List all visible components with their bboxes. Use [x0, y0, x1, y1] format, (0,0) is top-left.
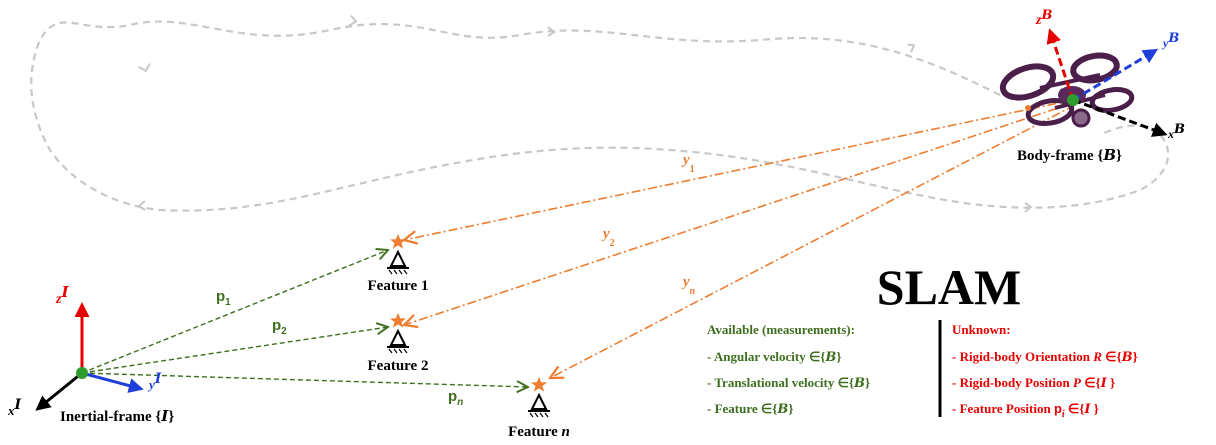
measurement-vectors: [404, 99, 1076, 378]
feature-n-marker: [528, 377, 550, 418]
yn-label: yn: [681, 274, 696, 297]
body-x-axis: [1072, 98, 1168, 137]
unknown-heading: Unknown:: [952, 322, 1011, 337]
feature-1-marker: [387, 234, 409, 275]
tripod-icon: [528, 392, 550, 412]
available-heading: Available (measurements):: [707, 322, 855, 337]
y2-vector: [404, 102, 1074, 325]
p1-label: p1: [216, 288, 231, 308]
feature-star-icon: [390, 313, 406, 328]
y1-vector: [404, 99, 1074, 240]
inertial-z-label: zI: [55, 283, 69, 307]
body-z-label: zB: [1035, 8, 1052, 28]
unknown-item: - Rigid-body Orientation R ∈{B}: [952, 349, 1138, 365]
pn-label: pn: [448, 388, 463, 408]
body-frame-label: Body-frame {B}: [1017, 146, 1122, 164]
p1-vector: [81, 250, 388, 374]
available-item: - Feature ∈{B}: [707, 401, 793, 417]
trajectory-path: [30, 20, 1170, 212]
available-item: - Angular velocity ∈{B}: [707, 349, 842, 365]
inertial-y-label: yI: [147, 371, 162, 392]
p2-vector: [81, 327, 388, 374]
tripod-icon: [387, 249, 409, 269]
y2-label: y2: [601, 226, 615, 249]
feature-star-icon: [531, 377, 547, 392]
inertial-x-axis: [35, 371, 83, 411]
body-y-axis: [1072, 48, 1159, 102]
unknown-list: Unknown: - Rigid-body Orientation R ∈{B}…: [952, 322, 1138, 420]
slam-title: SLAM: [877, 259, 1021, 315]
tripod-icon: [387, 328, 409, 348]
trajectory-arrows: [137, 14, 1033, 213]
position-vectors: [81, 250, 528, 387]
inertial-frame-label: Inertial-frame {I}: [60, 407, 174, 425]
inertial-origin: [76, 367, 88, 379]
available-item: - Translational velocity ∈{B}: [707, 375, 870, 391]
y1-label: y1: [681, 152, 695, 175]
feature-1-label: Feature 1: [368, 278, 429, 294]
inertial-y-axis: [81, 371, 144, 393]
unknown-item: - Feature Position pi ∈{I }: [952, 401, 1099, 420]
feature-star-icon: [390, 234, 406, 249]
body-x-label: xB: [1167, 122, 1185, 141]
feature-n-label: Feature n: [508, 424, 570, 440]
feature-2-label: Feature 2: [368, 358, 429, 374]
yn-vector: [550, 104, 1076, 378]
body-y-label: yB: [1161, 31, 1179, 50]
body-frame-axes: [1046, 28, 1168, 137]
pn-vector: [81, 372, 528, 387]
feature-2-marker: [387, 313, 409, 354]
p2-label: p2: [272, 317, 287, 337]
inertial-frame-axes: [35, 302, 144, 411]
unknown-item: - Rigid-body Position P ∈{I }: [952, 375, 1115, 391]
available-list: Available (measurements): - Angular velo…: [707, 322, 870, 417]
inertial-x-label: xI: [7, 397, 22, 418]
body-origin: [1067, 94, 1079, 106]
